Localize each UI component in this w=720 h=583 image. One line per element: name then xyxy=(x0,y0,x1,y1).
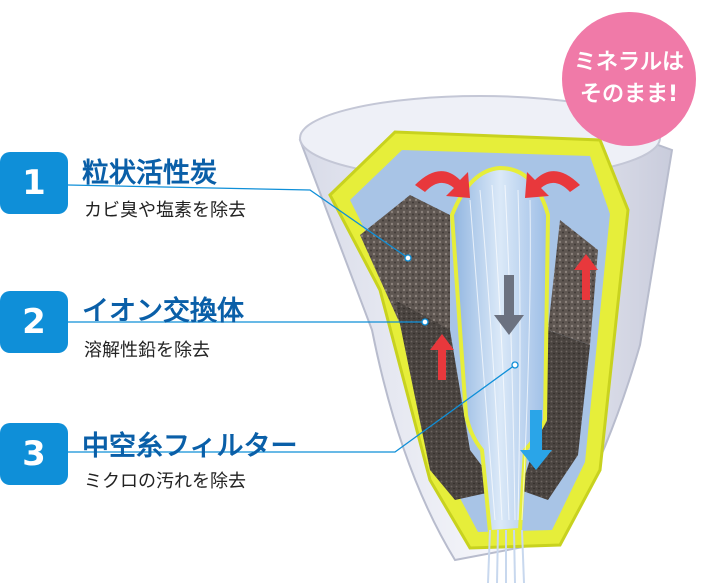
callout-1-desc: カビ臭や塩素を除去 xyxy=(84,200,246,221)
callout-3-badge: 3 xyxy=(0,423,68,485)
callout-2-desc: 溶解性鉛を除去 xyxy=(84,340,210,361)
hollow-fiber-core xyxy=(449,165,551,535)
callout-3-title: 中空糸フィルター xyxy=(82,431,298,462)
bubble-line-1: ミネラルは xyxy=(573,50,684,75)
leader-lines xyxy=(67,184,519,453)
callout-2-title: イオン交換体 xyxy=(82,296,244,327)
callout-1-title: 粒状活性炭 xyxy=(82,158,217,189)
bubble-line-2: そのまま! xyxy=(579,82,679,107)
activated-carbon-right xyxy=(548,220,598,345)
water-outflow xyxy=(487,529,525,583)
callout-1-badge: 1 xyxy=(0,152,68,214)
fiber-lines xyxy=(469,184,531,521)
minerals-bubble: ミネラルは そのまま! xyxy=(562,12,696,146)
ion-exchanger-left xyxy=(395,300,500,500)
activated-carbon-left xyxy=(360,195,450,335)
flow-arrow-gray xyxy=(494,275,524,335)
flow-arrows-red xyxy=(415,171,598,380)
callout-3-desc: ミクロの汚れを除去 xyxy=(84,471,246,492)
flow-arrow-blue xyxy=(520,410,552,470)
callout-2-badge: 2 xyxy=(0,291,68,353)
